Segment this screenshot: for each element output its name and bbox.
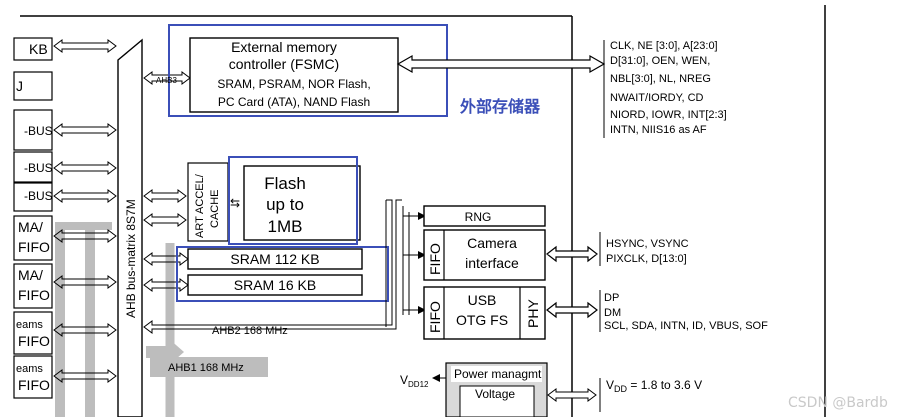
fsmc-signal: NWAIT/IORDY, CD xyxy=(610,92,704,104)
voltage-regulator-block xyxy=(459,385,535,417)
flash-line-2: up to xyxy=(266,195,304,214)
flash-line-1: Flash xyxy=(264,174,306,193)
voltage-label: Voltage xyxy=(475,387,515,401)
fsmc-types-2: PC Card (ATA), NAND Flash xyxy=(218,95,370,109)
art-label-1: ART ACCEL/ xyxy=(194,173,206,238)
sram-112-label: SRAM 112 KB xyxy=(230,251,319,267)
fsmc-annotation-cn: 外部存储器 xyxy=(459,97,541,116)
left-label-fifo-2: FIFO xyxy=(18,287,50,303)
sram-16-label: SRAM 16 KB xyxy=(234,277,316,293)
ahb2-label: AHB2 168 MHz xyxy=(212,325,288,337)
rng-label: RNG xyxy=(465,210,492,224)
ahb2-bus-line xyxy=(143,199,402,334)
left-peripheral-blocks xyxy=(13,37,53,399)
ahb1-label: AHB1 168 MHz xyxy=(168,362,244,374)
camera-line-2: interface xyxy=(465,255,519,271)
watermark: CSDN @Bardb xyxy=(788,395,888,411)
vdd-arrow xyxy=(547,388,597,402)
fsmc-title-2: controller (FSMC) xyxy=(229,56,339,72)
bus-matrix-label: AHB bus-matrix 8S7M xyxy=(124,199,138,318)
left-label-bus-3: -BUS xyxy=(24,189,53,203)
left-label-bus-2: -BUS xyxy=(24,161,53,175)
flash-highlight xyxy=(228,156,358,245)
left-label-kb: KB xyxy=(29,41,48,57)
camera-external-arrow xyxy=(546,245,598,263)
left-label-streams-2: eams xyxy=(16,363,43,375)
left-label-j: J xyxy=(16,78,23,94)
left-label-fifo-3: FIFO xyxy=(18,333,50,349)
flash-block xyxy=(243,165,361,241)
fsmc-signal: CLK, NE [3:0], A[23:0] xyxy=(610,40,718,52)
fsmc-external-arrow xyxy=(396,54,606,74)
fsmc-signal-list: CLK, NE [3:0], A[23:0] D[31:0], OEN, WEN… xyxy=(610,40,727,136)
left-label-dma-2: MA/ xyxy=(18,267,43,283)
left-label-streams-1: eams xyxy=(16,319,43,331)
grey-bus-lines xyxy=(55,222,175,417)
usb-signal: SCL, SDA, INTN, ID, VBUS, SOF xyxy=(604,320,768,332)
left-labels: KB J -BUS -BUS -BUS MA/ FIFO MA/ FIFO ea… xyxy=(16,41,53,393)
camera-line-1: Camera xyxy=(467,235,517,251)
ahb-bus-matrix xyxy=(117,38,143,417)
fsmc-signal: NBL[3:0], NL, NREG xyxy=(610,73,711,85)
usb-signal: DP xyxy=(604,292,619,304)
fsmc-signal: NIORD, IOWR, INT[2:3] xyxy=(610,109,727,121)
art-accelerator-block xyxy=(187,162,229,242)
usb-line-2: OTG FS xyxy=(456,312,508,328)
left-label-fifo-4: FIFO xyxy=(18,377,50,393)
fsmc-block xyxy=(189,37,399,113)
rng-block xyxy=(423,205,546,227)
fsmc-highlight xyxy=(168,24,448,117)
ahb1-bar xyxy=(150,357,268,377)
vdd-label: VDD = 1.8 to 3.6 V xyxy=(606,378,702,394)
ahb3-tag: AHB3 xyxy=(156,76,177,85)
art-flash-arrow-icon: ⇆ xyxy=(230,196,240,210)
camera-fifo-label: FIFO xyxy=(427,243,443,275)
flash-line-3: 1MB xyxy=(268,217,303,236)
usb-fifo-label: FIFO xyxy=(427,301,443,333)
usb-external-arrow xyxy=(546,301,598,319)
camera-signal: HSYNC, VSYNC xyxy=(606,238,689,250)
sram-highlight xyxy=(176,246,389,302)
fsmc-title-1: External memory xyxy=(231,39,337,55)
left-label-bus-1: -BUS xyxy=(24,124,53,138)
sram-16-block xyxy=(187,274,363,296)
camera-signal: PIXCLK, D[13:0] xyxy=(606,253,687,265)
usb-signal: DM xyxy=(604,307,621,319)
power-label-bg xyxy=(451,366,542,382)
vdd12-label: VDD12 xyxy=(400,373,429,389)
fsmc-types-1: SRAM, PSRAM, NOR Flash, xyxy=(217,77,370,91)
fsmc-signal: INTN, NIIS16 as AF xyxy=(610,124,707,136)
left-label-fifo-1: FIFO xyxy=(18,239,50,255)
ahb2-peripheral-arrows xyxy=(402,206,426,315)
power-label: Power managmt xyxy=(454,367,542,381)
usb-line-1: USB xyxy=(468,292,497,308)
fsmc-signal: D[31:0], OEN, WEN, xyxy=(610,55,710,67)
art-label-2: CACHE xyxy=(209,189,221,228)
left-label-dma-1: MA/ xyxy=(18,219,43,235)
usb-phy-label: PHY xyxy=(525,299,541,328)
left-bus-arrows xyxy=(53,39,117,383)
sram-112-block xyxy=(187,248,363,270)
